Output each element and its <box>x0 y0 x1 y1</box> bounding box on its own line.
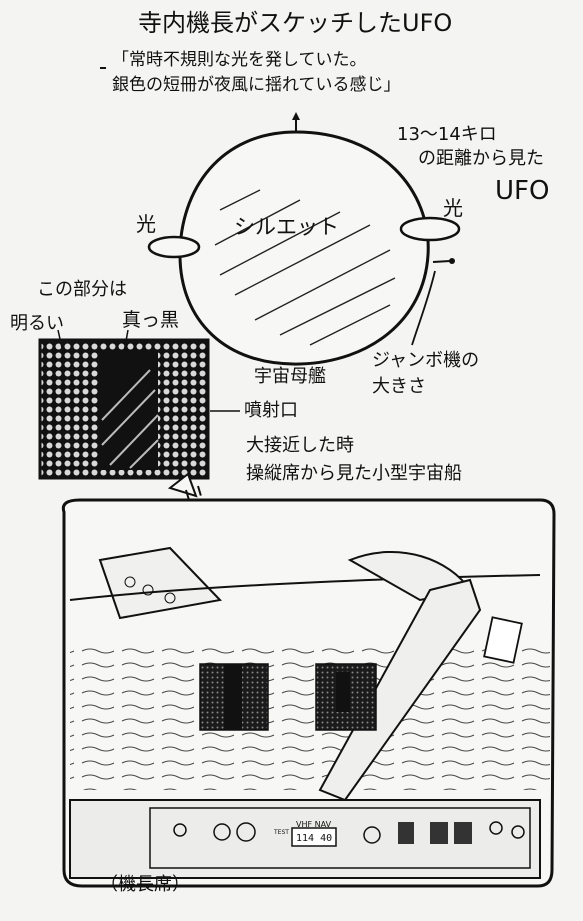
distance-line-1: 13〜14キロ <box>397 124 497 145</box>
quote-line-1: 「常時不規則な光を発していた。 <box>112 50 367 70</box>
distance-line-2: の距離から見た <box>418 148 544 169</box>
quote-line-2: 銀色の短冊が夜風に揺れている感じ」 <box>112 75 401 95</box>
jumbo-size-label-2: 大きさ <box>372 376 426 397</box>
jumbo-size-marker <box>411 258 455 346</box>
test-label: TEST <box>274 829 289 836</box>
this-part-label: この部分は <box>37 279 127 300</box>
pitch-black-label: 真っ黒 <box>122 309 180 331</box>
distance-line-3: UFO <box>495 176 550 206</box>
vhf-nav-label: VHF NAV <box>296 820 332 829</box>
light-left-label: 光 <box>136 212 156 236</box>
silhouette-label: シルエット <box>234 215 339 239</box>
spacecraft-detail-box <box>38 329 240 480</box>
captain-seat-label: （機長席） <box>100 874 190 895</box>
light-left-shape <box>147 235 201 259</box>
mothership-label: 宇宙母艦 <box>254 366 326 387</box>
bright-label: 明るい <box>10 313 64 334</box>
light-right-label: 光 <box>443 196 463 220</box>
nozzle-label: 噴射口 <box>244 400 298 421</box>
light-right-shape <box>399 216 461 242</box>
approach-label-1: 大接近した時 <box>246 435 354 456</box>
mothership-sketch <box>100 67 430 366</box>
cockpit-view <box>61 498 556 888</box>
page-title: 寺内機長がスケッチしたUFO <box>138 9 453 37</box>
frequency-display: 114 40 <box>296 833 333 844</box>
jumbo-size-label-1: ジャンボ機の <box>372 350 480 371</box>
approach-label-2: 操縦席から見た小型宇宙船 <box>246 463 462 484</box>
